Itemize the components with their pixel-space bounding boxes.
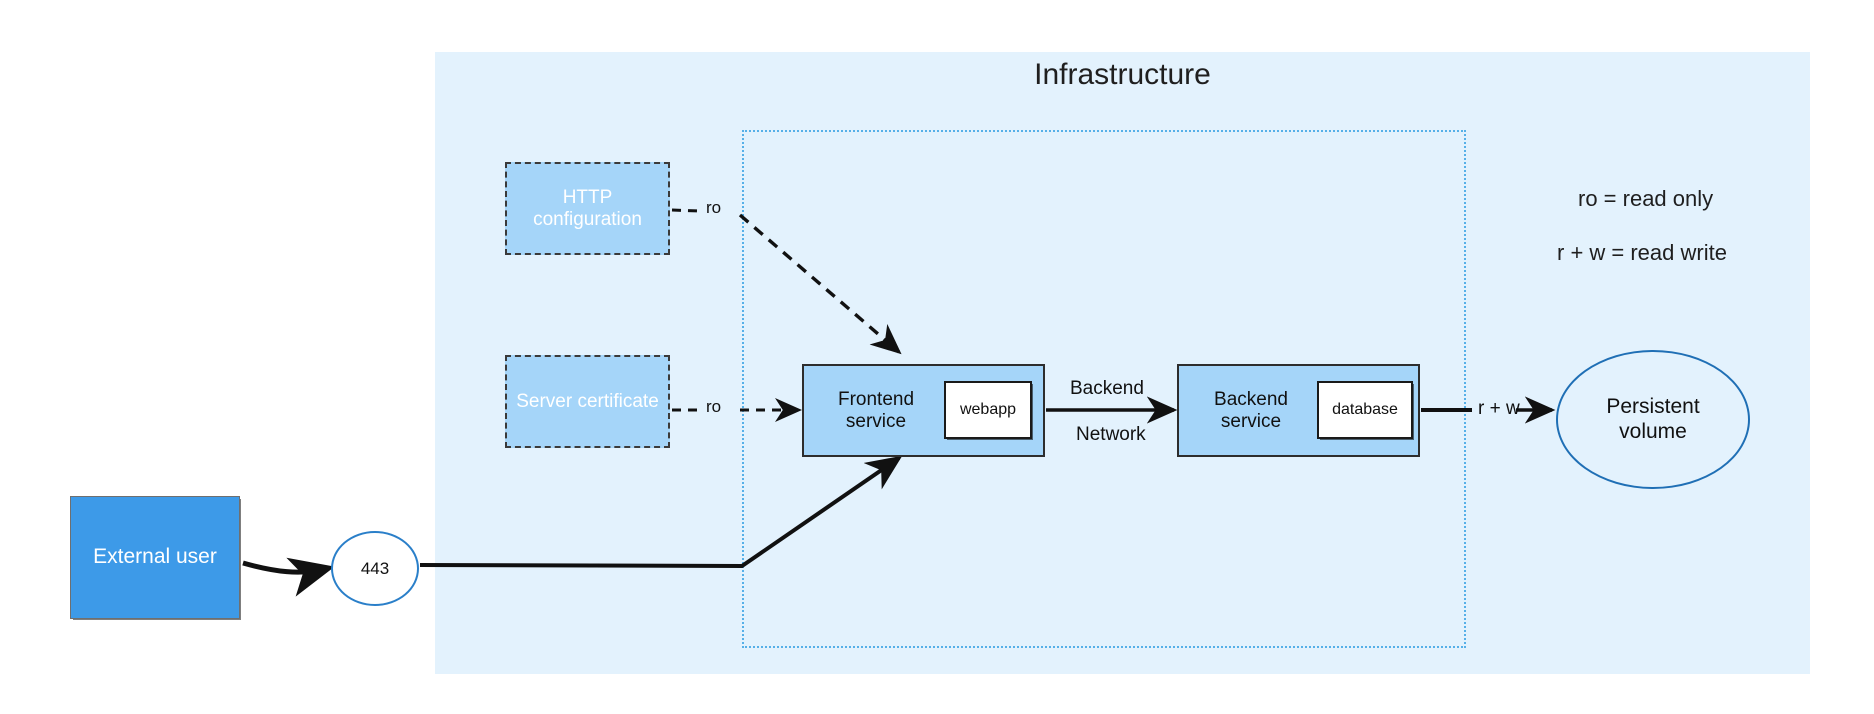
persistent-volume-label: Persistent volume <box>1606 395 1699 443</box>
frontend-service-label: Frontend service <box>808 389 944 433</box>
frontend-service-node[interactable]: Frontend service webapp <box>802 364 1045 457</box>
webapp-container[interactable]: webapp <box>944 381 1032 439</box>
database-container[interactable]: database <box>1317 381 1413 439</box>
backend-service-label-line2: service <box>1220 410 1282 432</box>
http-configuration-node[interactable]: HTTP configuration <box>505 162 670 255</box>
legend-read-write: r + w = read write <box>1557 240 1727 265</box>
backend-network-boundary <box>742 130 1466 648</box>
database-label: database <box>1332 400 1398 418</box>
edge-label-read-write: r + w <box>1478 398 1520 419</box>
http-configuration-label: HTTP configuration <box>533 186 642 230</box>
infrastructure-title: Infrastructure <box>1034 58 1211 91</box>
edge-label-backend: Backend <box>1070 378 1144 399</box>
external-user-node[interactable]: External user <box>70 496 240 619</box>
frontend-service-label-line2: service <box>845 410 907 432</box>
frontend-service-label-line1: Frontend <box>837 388 915 410</box>
edge-label-network: Network <box>1076 424 1146 445</box>
legend-read-only: ro = read only <box>1578 186 1714 211</box>
backend-service-node[interactable]: Backend service database <box>1177 364 1420 457</box>
persistent-volume-node[interactable]: Persistent volume <box>1556 350 1750 489</box>
persistent-volume-label-line2: volume <box>1619 419 1687 443</box>
port-443-label: 443 <box>360 558 390 578</box>
edge-external-user-to-port <box>242 557 335 597</box>
edge-label-ro-http-config: ro <box>706 198 722 217</box>
external-user-label: External user <box>93 545 217 569</box>
persistent-volume-label-line1: Persistent <box>1606 395 1700 419</box>
webapp-label: webapp <box>959 400 1017 418</box>
server-certificate-node[interactable]: Server certificate <box>505 355 670 448</box>
backend-service-label-line1: Backend <box>1214 388 1288 410</box>
server-certificate-label: Server certificate <box>516 390 659 412</box>
edge-label-ro-server-cert: ro <box>706 397 722 416</box>
backend-service-label: Backend service <box>1183 389 1319 433</box>
port-443-node[interactable]: 443 <box>331 531 419 606</box>
